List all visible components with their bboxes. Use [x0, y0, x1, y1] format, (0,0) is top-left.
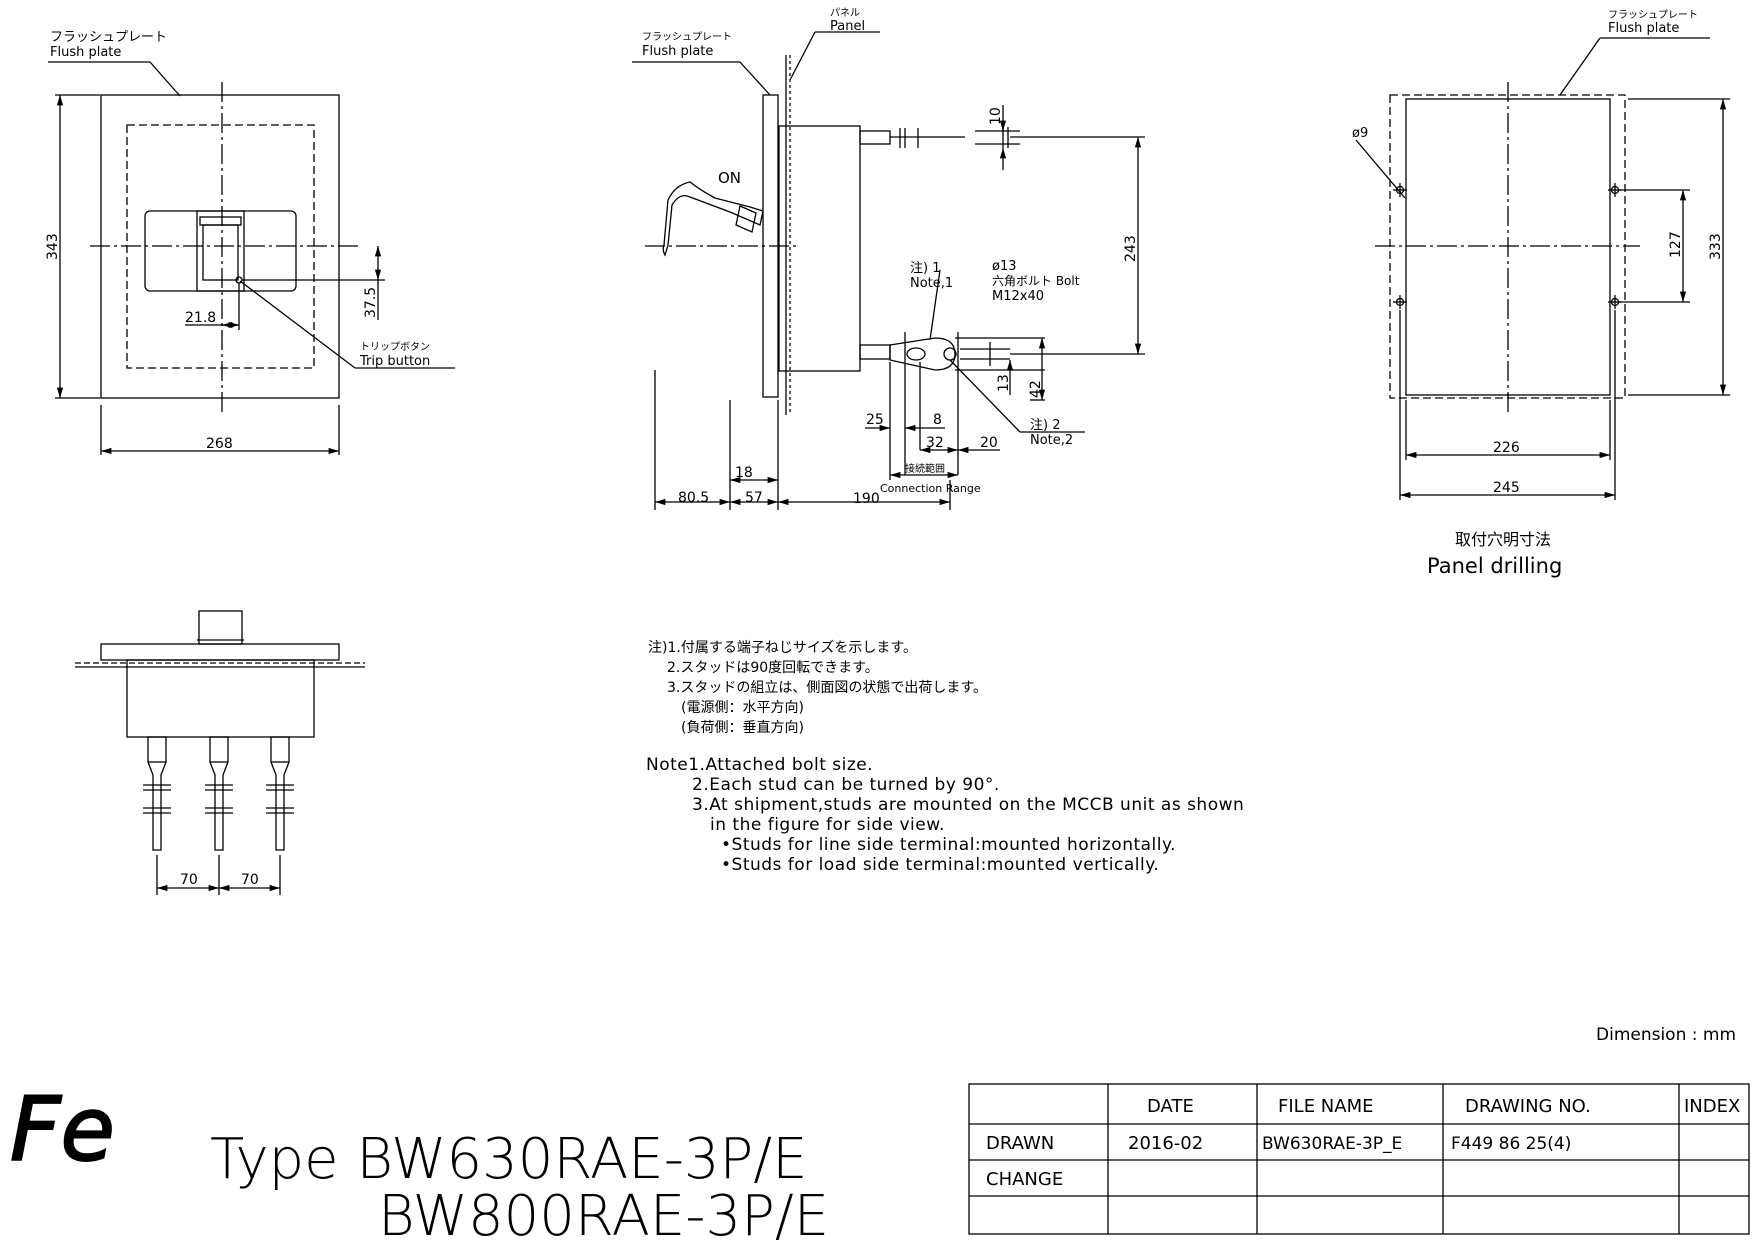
connection-range-jp: 接続範囲 [905, 462, 945, 475]
stud-2 [205, 736, 233, 851]
drawn-file-name: BW630RAE-3P_E [1262, 1134, 1402, 1154]
drill-flush-plate-label-jp: フラッシュプレート [1608, 9, 1698, 21]
fe-logo: Fe [9, 1077, 116, 1182]
dim-21-8: 21.8 [185, 310, 216, 326]
drawn-drawing-no: F449 86 25(4) [1451, 1134, 1571, 1154]
stud-1 [143, 736, 171, 851]
note-en-5: •Studs for line side terminal:mounted ho… [721, 835, 1176, 855]
type-line-2: BW800RAE-3P/E [378, 1184, 829, 1240]
dim-13: 13 [996, 374, 1012, 392]
note-jp-1: 注)1.付属する端子ねじサイズを示します。 [648, 640, 917, 656]
dim-268: 268 [206, 436, 233, 452]
dim-343: 343 [45, 233, 61, 260]
flush-plate-label-jp: フラッシュプレート [50, 30, 167, 45]
note-jp-5: (負荷側：垂直方向) [681, 719, 804, 736]
dim-127: 127 [1668, 231, 1684, 258]
front-view-labels: フラッシュプレート Flush plate 343 268 21.8 37.5 … [45, 30, 430, 452]
header-drawing-no: DRAWING NO. [1465, 1096, 1591, 1117]
drilling-view-labels: フラッシュプレート Flush plate ø9 127 333 226 245… [1352, 9, 1724, 578]
dim-80-5: 80.5 [678, 490, 709, 506]
flush-plate-label-en: Flush plate [50, 45, 121, 60]
note-en-4: in the figure for side view. [710, 815, 945, 835]
panel-label-en: Panel [830, 19, 865, 34]
note-en-1: Note1.Attached bolt size. [646, 755, 873, 775]
row-change-label: CHANGE [986, 1169, 1063, 1190]
side-flush-plate-label-en: Flush plate [642, 44, 713, 59]
note-jp-2: 2.スタッドは90度回転できます。 [667, 660, 879, 676]
hole-diameter: ø9 [1352, 126, 1368, 141]
note-en-6: •Studs for load side terminal:mounted ve… [721, 855, 1159, 875]
note1-label-en: Note,1 [910, 276, 953, 291]
title-block [968, 1083, 1750, 1235]
trip-button-label-en: Trip button [359, 354, 430, 369]
drilling-view [1355, 37, 1730, 500]
bolt-size: M12x40 [992, 289, 1044, 304]
dim-8: 8 [933, 412, 942, 428]
dim-245: 245 [1493, 480, 1520, 496]
note2-label-jp: 注) 2 [1030, 418, 1060, 433]
logo-text: Fe [10, 1078, 115, 1181]
stud-3 [266, 736, 294, 851]
connection-range-en: Connection Range [880, 482, 981, 495]
dim-20: 20 [980, 435, 998, 451]
dim-pitch-2: 70 [241, 872, 259, 888]
trip-button-label-jp: トリップボタン [360, 341, 430, 353]
header-date: DATE [1147, 1096, 1194, 1117]
dim-190: 190 [853, 491, 880, 507]
front-view [48, 61, 455, 455]
bottom-view-labels: 70 70 [180, 872, 259, 888]
note-jp-3: 3.スタッドの組立は、側面図の状態で出荷します。 [667, 680, 987, 696]
drawn-date: 2016-02 [1128, 1133, 1203, 1154]
dim-10: 10 [988, 107, 1004, 125]
dim-226: 226 [1493, 440, 1520, 456]
note-en-3: 3.At shipment,studs are mounted on the M… [692, 795, 1244, 815]
dim-25: 25 [866, 412, 884, 428]
dim-18: 18 [735, 465, 753, 481]
note2-label-en: Note,2 [1030, 433, 1073, 448]
panel-drilling-title-en: Panel drilling [1427, 554, 1562, 578]
dim-pitch-1: 70 [180, 872, 198, 888]
bottom-view [75, 610, 365, 895]
header-file-name: FILE NAME [1278, 1096, 1373, 1117]
row-drawn-label: DRAWN [986, 1133, 1054, 1154]
dim-57: 57 [745, 490, 763, 506]
title-block-text: DATE FILE NAME DRAWING NO. INDEX DRAWN 2… [986, 1096, 1740, 1190]
dim-37-5: 37.5 [363, 287, 379, 318]
notes-en: Note1.Attached bolt size. 2.Each stud ca… [646, 755, 1244, 875]
note1-label-jp: 注) 1 [910, 261, 940, 276]
dim-243: 243 [1123, 235, 1139, 262]
drill-flush-plate-label-en: Flush plate [1608, 21, 1679, 36]
dim-32: 32 [926, 435, 944, 451]
header-index: INDEX [1684, 1096, 1740, 1117]
side-view-labels: フラッシュプレート Flush plate パネル Panel ON 10 24… [642, 7, 1139, 507]
bolt-diameter: ø13 [992, 259, 1017, 274]
side-flush-plate-label-jp: フラッシュプレート [642, 31, 732, 43]
on-label: ON [718, 169, 741, 187]
side-view [632, 31, 1145, 510]
dim-42: 42 [1028, 380, 1044, 398]
type-line-1: Type BW630RAE-3P/E [210, 1127, 808, 1192]
dimension-unit: Dimension : mm [1596, 1025, 1736, 1045]
note-jp-4: (電源側：水平方向) [681, 700, 804, 716]
bolt-label: 六角ボルト Bolt [992, 274, 1080, 288]
note-en-2: 2.Each stud can be turned by 90°. [692, 775, 1000, 795]
panel-drilling-title-jp: 取付穴明寸法 [1455, 530, 1551, 549]
notes-jp: 注)1.付属する端子ねじサイズを示します。 2.スタッドは90度回転できます。 … [648, 640, 987, 736]
dim-333: 333 [1708, 233, 1724, 260]
panel-label-jp: パネル [830, 7, 860, 19]
